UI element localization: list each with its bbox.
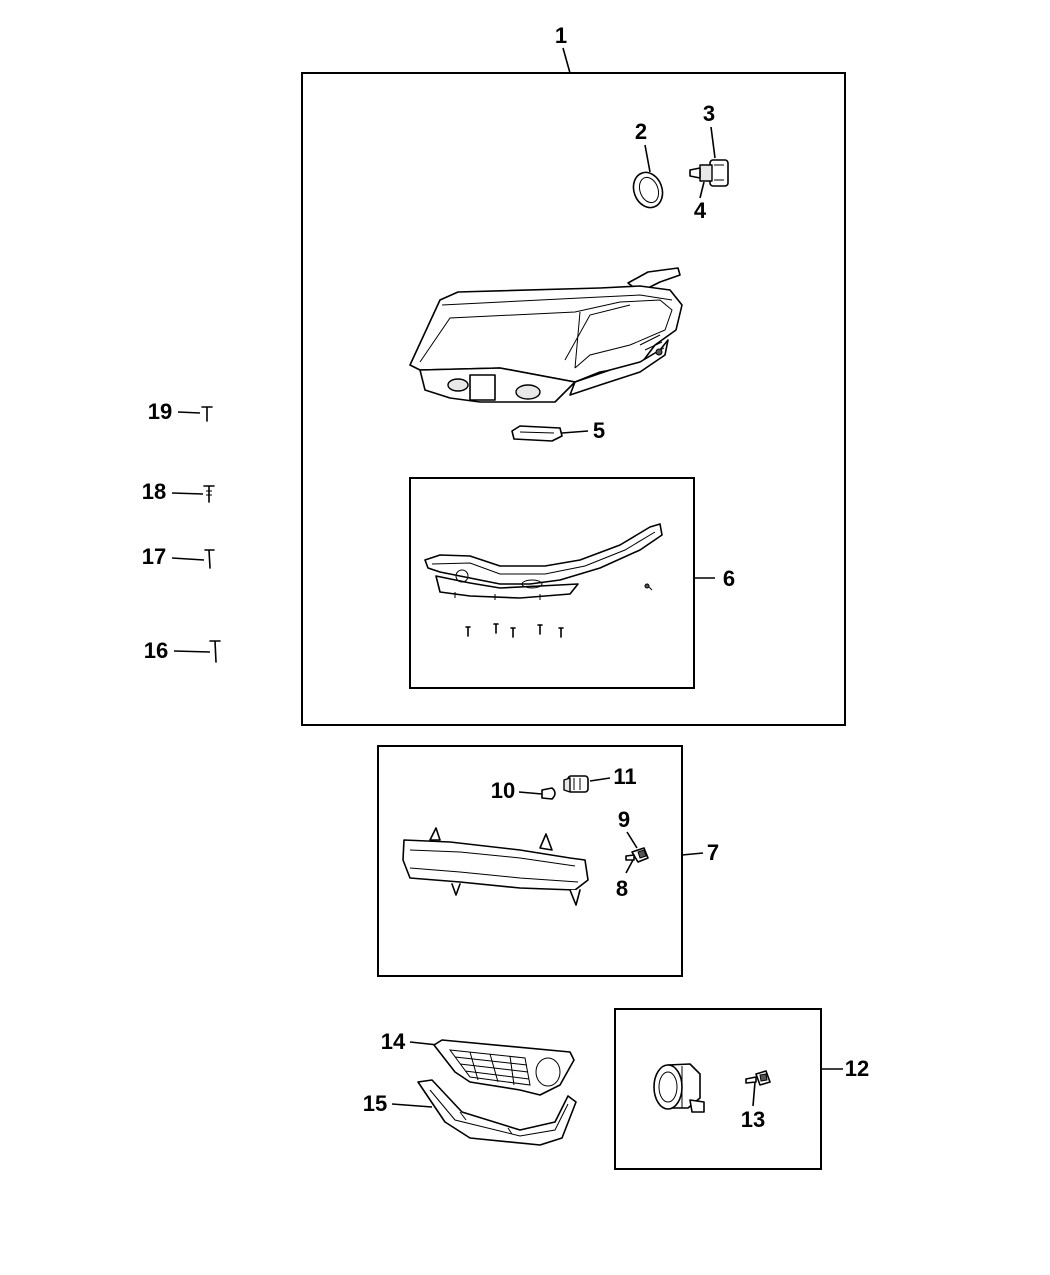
part-fastener-17 <box>204 549 215 569</box>
leader-9 <box>626 831 638 849</box>
leader-5 <box>561 430 589 434</box>
callout-7: 7 <box>707 840 719 865</box>
part-retaining-ring <box>632 171 664 209</box>
callout-5: 5 <box>593 418 605 443</box>
part-fastener-19 <box>201 406 213 422</box>
leader-14 <box>409 1041 439 1046</box>
leader-15 <box>391 1103 433 1108</box>
leader-1 <box>562 47 571 74</box>
callout-9: 9 <box>618 807 630 832</box>
frame-headlamp-assembly <box>301 72 846 726</box>
callout-12: 12 <box>845 1056 869 1081</box>
part-fastener-16 <box>209 640 221 663</box>
leader-16 <box>173 650 211 653</box>
leader-lines <box>171 47 843 1108</box>
callout-6: 6 <box>723 566 735 591</box>
callout-1: 1 <box>555 23 567 48</box>
leader-13 <box>752 1081 756 1107</box>
part-marker-clip <box>625 847 649 863</box>
frame-side-marker-assembly <box>377 745 683 977</box>
part-marker-socket <box>563 775 589 793</box>
callout-2: 2 <box>635 119 647 144</box>
callout-8: 8 <box>616 876 628 901</box>
leader-2 <box>644 144 651 173</box>
frame-fog-lamp-assembly <box>614 1008 822 1170</box>
callout-17: 17 <box>142 544 166 569</box>
frame-lamp-trim-kit <box>409 477 695 689</box>
leader-3 <box>710 126 716 159</box>
leader-18 <box>171 492 204 495</box>
leader-7 <box>681 852 704 856</box>
part-headlamp <box>409 267 683 403</box>
part-side-marker-lamp <box>402 827 589 906</box>
part-fog-grille <box>433 1039 575 1096</box>
part-fog-bulb <box>745 1070 771 1086</box>
part-fastener-18 <box>203 485 215 503</box>
callout-10: 10 <box>491 778 515 803</box>
callout-19: 19 <box>148 399 172 424</box>
callout-labels: 1 2 3 4 5 6 7 8 9 10 11 12 13 14 15 16 1… <box>142 23 869 1132</box>
leader-17 <box>171 557 205 561</box>
leader-11 <box>589 777 611 782</box>
leader-8 <box>625 859 634 874</box>
callout-13: 13 <box>741 1107 765 1132</box>
part-trim-screws <box>465 623 564 638</box>
leader-10 <box>518 791 543 795</box>
part-marker-bulb <box>541 787 556 800</box>
callout-14: 14 <box>381 1029 406 1054</box>
leader-4 <box>699 181 705 199</box>
callout-15: 15 <box>363 1091 387 1116</box>
callout-16: 16 <box>144 638 168 663</box>
part-fog-bezel <box>417 1079 577 1146</box>
part-fog-lamp <box>653 1063 705 1113</box>
part-gasket <box>511 425 563 442</box>
callout-11: 11 <box>613 764 636 789</box>
part-trim-bracket <box>424 523 663 600</box>
callout-3: 3 <box>703 101 715 126</box>
part-bulb-socket <box>689 159 729 187</box>
callout-18: 18 <box>142 479 166 504</box>
callout-4: 4 <box>694 198 707 223</box>
leader-19 <box>177 411 201 414</box>
